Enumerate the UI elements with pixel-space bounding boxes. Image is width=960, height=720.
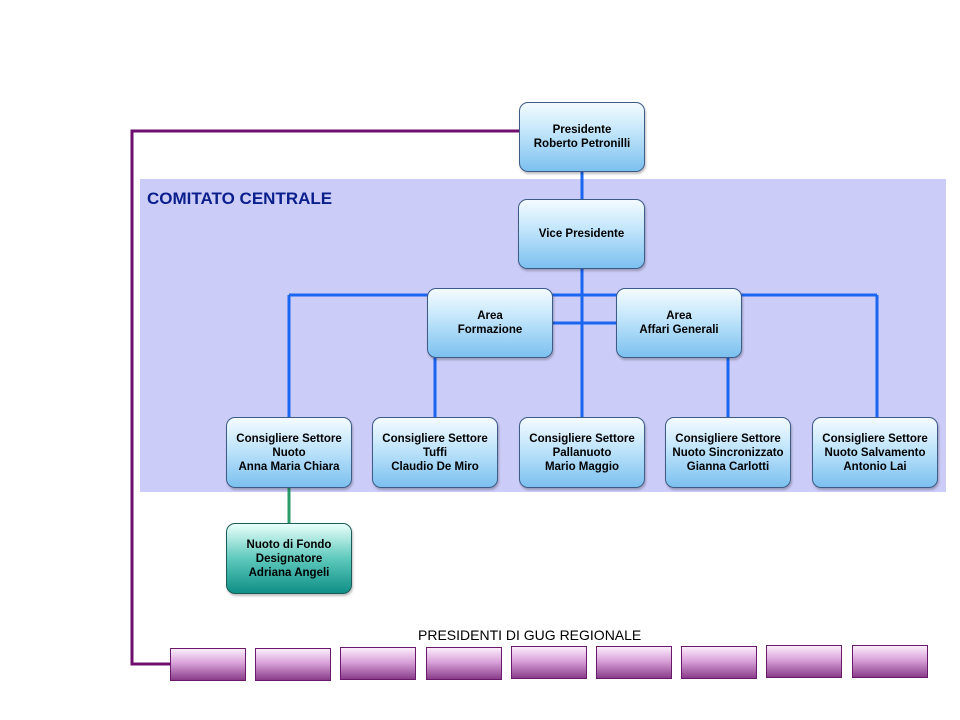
regional-president-box <box>852 645 928 678</box>
councillor-name: Claudio De Miro <box>391 460 479 473</box>
regional-president-box <box>596 646 672 679</box>
area-formazione-label: Area <box>477 310 503 322</box>
regional-president-box <box>170 648 246 681</box>
councillor-role: Consigliere Settore <box>675 432 781 445</box>
councillor-sector: Nuoto <box>272 446 306 459</box>
regional-president-box <box>426 647 502 680</box>
president-name: Roberto Petronilli <box>533 138 631 150</box>
councillor-role: Consigliere Settore <box>822 432 928 445</box>
open-water-box: Nuoto di Fondo Designatore Adriana Angel… <box>226 523 352 594</box>
councillor-name: Antonio Lai <box>843 460 907 473</box>
central-committee-title: COMITATO CENTRALE <box>147 189 333 208</box>
councillor-sincro-box: Consigliere Settore Nuoto Sincronizzato … <box>665 417 791 488</box>
area-formazione-name: Formazione <box>457 324 523 336</box>
regional-link-line <box>130 129 519 666</box>
councillor-name: Mario Maggio <box>544 460 620 473</box>
councillor-sector: Tuffi <box>422 446 448 459</box>
vice-president-box: Vice Presidente <box>518 199 645 269</box>
vice-president-title: Vice Presidente <box>538 228 625 240</box>
councillor-tuffi-box: Consigliere Settore Tuffi Claudio De Mir… <box>372 417 498 488</box>
regional-president-box <box>255 648 331 681</box>
councillor-role: Consigliere Settore <box>382 432 488 445</box>
regional-president-box <box>766 645 842 678</box>
councillor-salvamento-box: Consigliere Settore Nuoto Salvamento Ant… <box>812 417 938 488</box>
councillor-name: Anna Maria Chiara <box>238 460 340 473</box>
area-affari-label: Area <box>666 310 692 322</box>
councillor-role: Consigliere Settore <box>236 432 342 445</box>
regional-presidents-title: PRESIDENTI DI GUG REGIONALE <box>418 627 642 643</box>
open-water-name: Adriana Angeli <box>248 566 330 579</box>
president-title: Presidente <box>552 124 612 136</box>
councillor-name: Gianna Carlotti <box>686 460 770 473</box>
regional-president-box <box>681 646 757 679</box>
open-water-role: Designatore <box>255 552 323 565</box>
president-box: Presidente Roberto Petronilli <box>519 102 645 172</box>
area-affari-name: Affari Generali <box>639 324 719 336</box>
area-formazione-box: Area Formazione <box>427 288 553 358</box>
open-water-sector: Nuoto di Fondo <box>246 538 332 551</box>
councillor-sector: Pallanuoto <box>552 446 612 459</box>
councillor-sector: Nuoto Sincronizzato <box>672 446 784 459</box>
regional-president-box <box>340 647 416 680</box>
councillor-sector: Nuoto Salvamento <box>824 446 926 459</box>
councillor-nuoto-box: Consigliere Settore Nuoto Anna Maria Chi… <box>226 417 352 488</box>
area-affari-box: Area Affari Generali <box>616 288 742 358</box>
councillor-pallanuoto-box: Consigliere Settore Pallanuoto Mario Mag… <box>519 417 645 488</box>
regional-president-box <box>511 646 587 679</box>
councillor-role: Consigliere Settore <box>529 432 635 445</box>
